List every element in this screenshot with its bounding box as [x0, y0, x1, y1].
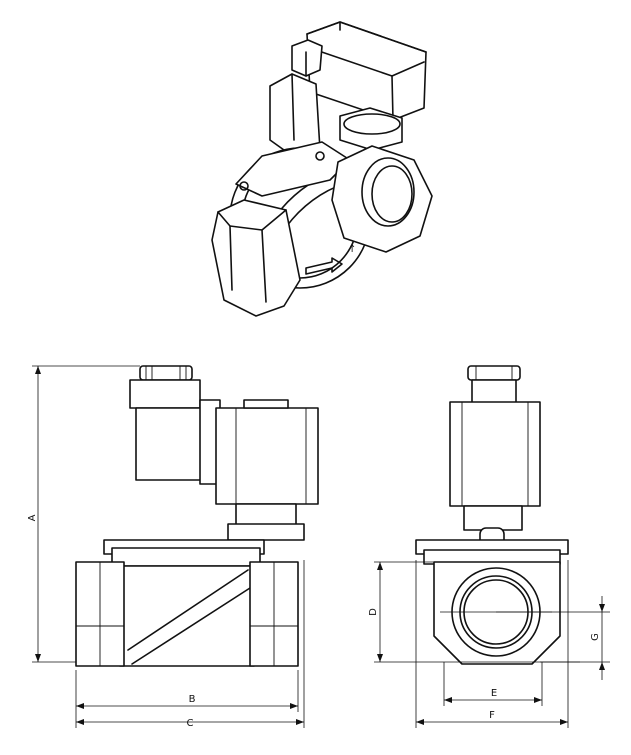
dim-label-b: B: [189, 694, 196, 705]
side-view: [415, 365, 569, 665]
dim-label-a: A: [27, 514, 38, 521]
dim-label-c: C: [187, 718, 194, 729]
dim-label-g: G: [590, 633, 601, 641]
dim-label-e: E: [491, 688, 497, 699]
dim-label-f: F: [489, 710, 495, 721]
front-view: [75, 365, 319, 667]
dimensions: A B C D E F: [27, 365, 610, 729]
dim-label-d: D: [368, 608, 379, 616]
svg-text:↑: ↑: [348, 244, 356, 255]
isometric-view: ↑: [211, 21, 433, 317]
